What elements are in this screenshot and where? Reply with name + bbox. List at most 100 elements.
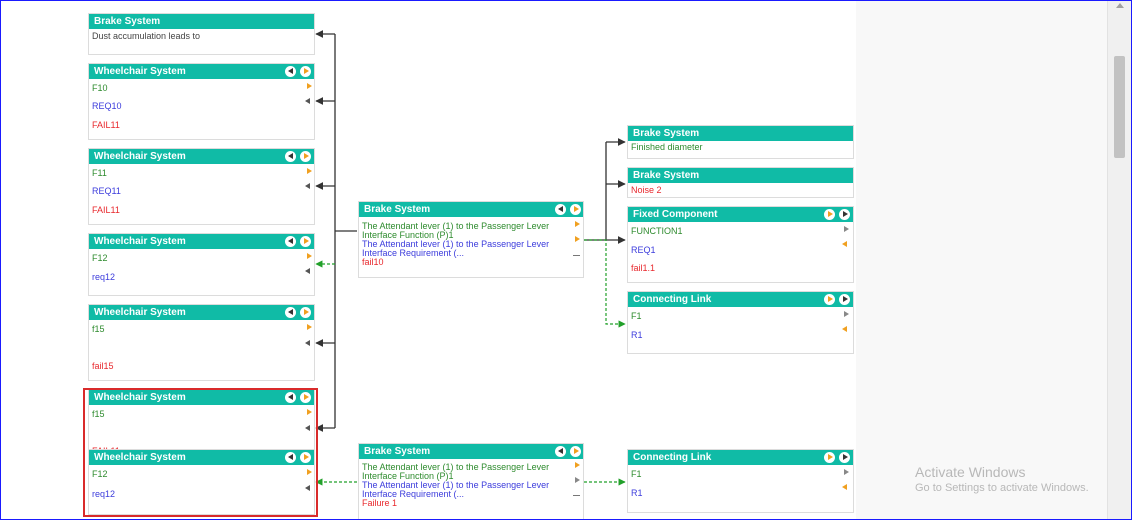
chevron-left-icon[interactable] [555, 446, 566, 457]
expand-right-icon[interactable] [844, 226, 849, 232]
requirement-row[interactable]: Interface Requirement (... [362, 248, 465, 258]
function-row[interactable]: FUNCTION1 [631, 226, 683, 236]
wheelchair-system-card[interactable]: Wheelchair System F12 req12 [88, 449, 315, 515]
expand-right-icon[interactable] [575, 236, 580, 242]
failure-row[interactable]: Failure 1 [362, 498, 398, 508]
chevron-right-icon[interactable] [300, 307, 311, 318]
function-row[interactable]: The Attendant lever (1) to the Passenger… [362, 462, 550, 472]
collapse-left-icon[interactable] [305, 183, 310, 189]
connecting-link-card[interactable]: Connecting Link F1 R1 [627, 449, 854, 513]
function-row[interactable]: F10 [92, 83, 108, 93]
requirement-row[interactable]: REQ11 [92, 186, 121, 196]
chevron-left-icon[interactable] [285, 392, 296, 403]
minus-icon[interactable] [573, 495, 580, 496]
requirement-row[interactable]: Interface Requirement (... [362, 489, 465, 499]
connector-dashed-to-connecting-link[interactable] [584, 239, 626, 328]
collapse-left-icon[interactable] [842, 326, 847, 332]
expand-right-icon[interactable] [307, 469, 312, 475]
function-row[interactable]: F12 [92, 469, 108, 479]
failure-row[interactable]: fail15 [92, 361, 114, 371]
chevron-left-icon[interactable] [285, 452, 296, 463]
collapse-left-icon[interactable] [305, 340, 310, 346]
scroll-up-icon[interactable] [1116, 3, 1124, 8]
collapse-left-icon[interactable] [305, 98, 310, 104]
brake-system-card[interactable]: Brake System Finished diameter [627, 125, 854, 159]
failure-row[interactable]: FAIL11 [92, 205, 120, 215]
chevron-right-icon[interactable] [300, 236, 311, 247]
function-row[interactable]: f15 [92, 409, 105, 419]
collapse-left-icon[interactable] [305, 485, 310, 491]
failure-row[interactable]: fail10 [362, 257, 384, 267]
requirement-row[interactable]: req12 [92, 272, 116, 282]
function-row[interactable]: f15 [92, 324, 105, 334]
wheelchair-system-card[interactable]: Wheelchair System F12 req12 [88, 233, 315, 296]
brake-system-card[interactable]: Brake System The Attendant lever (1) to … [358, 201, 584, 278]
wheelchair-system-card[interactable]: Wheelchair System F10 REQ10 FAIL11 [88, 63, 315, 140]
expand-right-icon[interactable] [575, 462, 580, 468]
collapse-left-icon[interactable] [842, 484, 847, 490]
function-row[interactable]: F1 [631, 469, 642, 479]
requirement-row[interactable]: req12 [92, 489, 116, 499]
scroll-thumb[interactable] [1114, 56, 1125, 158]
chevron-right-icon[interactable] [300, 392, 311, 403]
card-row[interactable]: Dust accumulation leads to [92, 31, 201, 41]
function-row[interactable]: F11 [92, 168, 107, 178]
requirement-row[interactable]: REQ1 [631, 245, 656, 255]
chevron-left-icon[interactable] [285, 307, 296, 318]
chevron-left-icon[interactable] [285, 66, 296, 77]
function-row[interactable]: Interface Function (P)1 [362, 230, 454, 240]
expand-right-icon[interactable] [307, 324, 312, 330]
chevron-right-icon[interactable] [300, 452, 311, 463]
fixed-component-card[interactable]: Fixed Component FUNCTION1 REQ1 fail1.1 [627, 206, 854, 283]
diagram-canvas[interactable]: Brake System Dust accumulation leads to … [1, 1, 1107, 519]
collapse-left-icon[interactable] [305, 268, 310, 274]
minus-icon[interactable] [573, 255, 580, 256]
chevron-right-icon[interactable] [570, 204, 581, 215]
chevron-right-icon[interactable] [839, 452, 850, 463]
chevron-right-icon[interactable] [300, 151, 311, 162]
wheelchair-system-card[interactable]: Wheelchair System F11 REQ11 FAIL11 [88, 148, 315, 225]
failure-row[interactable]: fail1.1 [631, 263, 656, 273]
function-row[interactable]: The Attendant lever (1) to the Passenger… [362, 221, 550, 231]
wheelchair-system-card[interactable]: Wheelchair System f15 FAIL11 [88, 389, 315, 454]
card-header[interactable]: Brake System [628, 126, 853, 141]
connecting-link-card[interactable]: Connecting Link F1 R1 [627, 291, 854, 354]
function-row[interactable]: Finished diameter [631, 142, 703, 152]
chevron-right-icon[interactable] [300, 66, 311, 77]
chevron-left-icon[interactable] [285, 236, 296, 247]
function-row[interactable]: F1 [631, 311, 642, 321]
failure-row[interactable]: Noise 2 [631, 185, 662, 195]
requirement-row[interactable]: R1 [631, 488, 643, 498]
vertical-scrollbar[interactable] [1107, 1, 1131, 519]
brake-system-card[interactable]: Brake System The Attendant lever (1) to … [358, 443, 584, 519]
card-header[interactable]: Brake System [628, 168, 853, 183]
requirement-row[interactable]: The Attendant lever (1) to the Passenger… [362, 480, 550, 490]
chevron-right-icon[interactable] [570, 446, 581, 457]
expand-right-icon[interactable] [844, 469, 849, 475]
chevron-right-icon[interactable] [839, 209, 850, 220]
chevron-left-icon[interactable] [555, 204, 566, 215]
requirement-row[interactable]: REQ10 [92, 101, 122, 111]
expand-right-icon[interactable] [575, 477, 580, 483]
card-header[interactable]: Brake System [89, 14, 314, 29]
expand-right-icon[interactable] [307, 168, 312, 174]
function-row[interactable]: Interface Function (P)1 [362, 471, 454, 481]
expand-right-icon[interactable] [575, 221, 580, 227]
function-row[interactable]: F12 [92, 253, 108, 263]
failure-row[interactable]: FAIL11 [92, 120, 120, 130]
collapse-left-icon[interactable] [305, 425, 310, 431]
chevron-right-icon[interactable] [824, 209, 835, 220]
expand-right-icon[interactable] [307, 409, 312, 415]
expand-right-icon[interactable] [307, 83, 312, 89]
collapse-left-icon[interactable] [842, 241, 847, 247]
requirement-row[interactable]: The Attendant lever (1) to the Passenger… [362, 239, 550, 249]
wheelchair-system-card[interactable]: Wheelchair System f15 fail15 [88, 304, 315, 381]
chevron-right-icon[interactable] [839, 294, 850, 305]
chevron-right-icon[interactable] [824, 452, 835, 463]
brake-system-card[interactable]: Brake System Noise 2 [627, 167, 854, 198]
chevron-left-icon[interactable] [285, 151, 296, 162]
brake-system-card[interactable]: Brake System Dust accumulation leads to [88, 13, 315, 55]
chevron-right-icon[interactable] [824, 294, 835, 305]
expand-right-icon[interactable] [844, 311, 849, 317]
expand-right-icon[interactable] [307, 253, 312, 259]
